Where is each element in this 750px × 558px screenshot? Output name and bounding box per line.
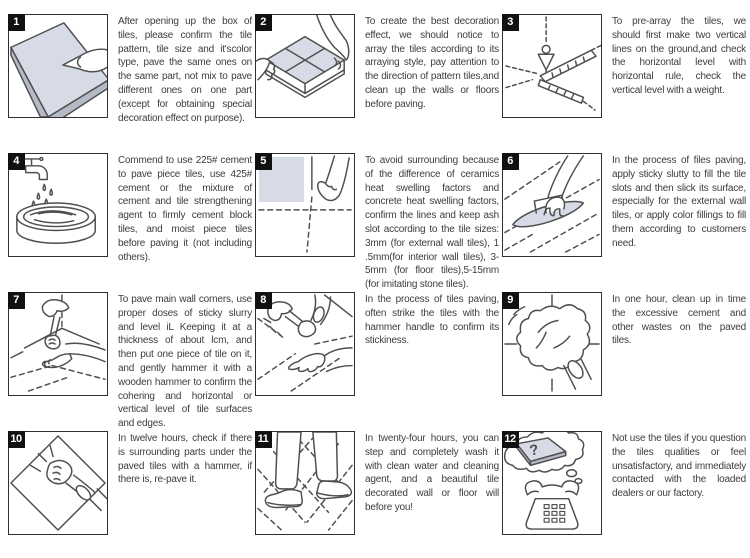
instruction-step: 3 To pre-array the tiles, we should firs…: [501, 13, 746, 118]
step-text: To pre-array the tiles, we should first …: [612, 16, 746, 96]
plumb-bob-check-icon: [503, 15, 601, 117]
step-illustration-box: 12 ?: [501, 430, 602, 535]
hammer-strike-icon: [256, 293, 354, 395]
hands-holding-tile-stack-icon: [256, 15, 354, 117]
instruction-step: 10 In twelve hours, check if there is su…: [7, 430, 252, 535]
instruction-step: 5 To avoid surrounding because of the di…: [254, 152, 499, 290]
step-text: In the process of files paving, apply st…: [612, 155, 746, 249]
step-number-badge: 10: [7, 430, 25, 448]
instruction-step: 4 Commend to use 225# cement to pave pie…: [7, 152, 252, 263]
instruction-step: 2 To create the best decoration effect, …: [254, 13, 499, 118]
tile-pointing-hand-icon: [9, 15, 107, 117]
step-number-badge: 2: [254, 13, 272, 31]
trowel-filling-icon: [503, 154, 601, 256]
step-illustration-box: 11: [254, 430, 355, 535]
instruction-step: 9 In one hour, clean up in time the exce…: [501, 291, 746, 396]
step-number-badge: 7: [7, 291, 25, 309]
step-text: In one hour, clean up in time the excess…: [612, 294, 746, 347]
step-illustration-box: 4: [7, 152, 108, 257]
feet-on-tiles-icon: [256, 432, 354, 534]
step-illustration-box: 1: [7, 13, 108, 118]
step-number-badge: 8: [254, 291, 272, 309]
instruction-step: 12 ? Not use the tiles if you question t…: [501, 430, 746, 535]
step-number-badge: 12: [501, 430, 519, 448]
step-illustration-box: 3: [501, 13, 602, 118]
instruction-step: 6 In the process of files paving, apply …: [501, 152, 746, 257]
step-text: To pave main wall corners, use proper do…: [118, 294, 252, 430]
steps-grid: 1 After opening up the box of tiles, ple…: [7, 13, 746, 535]
step-text: Commend to use 225# cement to pave piece…: [118, 155, 252, 263]
svg-text:?: ?: [528, 442, 540, 459]
step-illustration-box: 10: [7, 430, 108, 535]
step-text: To create the best decoration effect, we…: [365, 16, 499, 110]
step-illustration-box: 9: [501, 291, 602, 396]
step-text: To avoid surrounding because of the diff…: [365, 155, 499, 291]
instruction-step: 11 In twenty-four hours, you can step an…: [254, 430, 499, 535]
instruction-step: 1 After opening up the box of tiles, ple…: [7, 13, 252, 124]
step-number-badge: 1: [7, 13, 25, 31]
step-text: In twelve hours, check if there is surro…: [118, 433, 252, 486]
step-text: After opening up the box of tiles, pleas…: [118, 16, 252, 124]
step-text: In twenty-four hours, you can step and c…: [365, 433, 499, 513]
step-illustration-box: 6: [501, 152, 602, 257]
step-illustration-box: 7: [7, 291, 108, 396]
step-number-badge: 4: [7, 152, 25, 170]
step-number-badge: 3: [501, 13, 519, 31]
step-number-badge: 6: [501, 152, 519, 170]
step-number-badge: 5: [254, 152, 272, 170]
cloth-wipe-icon: [503, 293, 601, 395]
step-illustration-box: 5: [254, 152, 355, 257]
knock-check-tile-icon: [9, 432, 107, 534]
hammer-level-tile-icon: [9, 293, 107, 395]
instruction-step: 8 In the process of tiles paving, often …: [254, 291, 499, 396]
step-number-badge: 9: [501, 291, 519, 309]
step-text: In the process of tiles paving, often st…: [365, 294, 499, 347]
step-text: Not use the tiles if you question the ti…: [612, 433, 746, 500]
step-illustration-box: 8: [254, 291, 355, 396]
faucet-soak-basin-icon: [9, 154, 107, 256]
instruction-step: 7 To pave main wall corners, use proper …: [7, 291, 252, 429]
step-number-badge: 11: [254, 430, 272, 448]
step-illustration-box: 2: [254, 13, 355, 118]
